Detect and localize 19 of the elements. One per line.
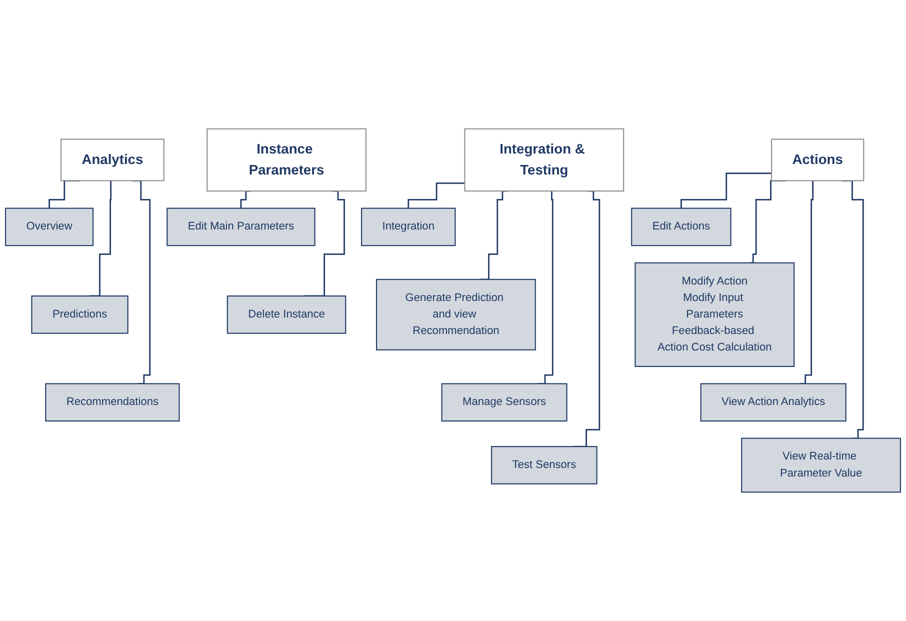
node-box: Overview xyxy=(5,208,94,246)
node-box: Recommendations xyxy=(45,383,180,422)
node-box: Instance Parameters xyxy=(206,128,366,192)
node-box: Predictions xyxy=(31,295,128,334)
node-box: View Real-time Parameter Value xyxy=(741,438,901,493)
node-box: Delete Instance xyxy=(226,295,346,334)
node-box: Edit Main Parameters xyxy=(166,208,316,246)
node-box: Modify Action Modify Input Parameters Feedback-based Action Cost Calculation xyxy=(634,262,795,367)
node-box: Test Sensors xyxy=(491,446,598,484)
node-box: Manage Sensors xyxy=(441,383,568,422)
node-box: Analytics xyxy=(60,138,164,182)
node-box: View Action Analytics xyxy=(700,383,846,422)
node-box: Integration xyxy=(361,208,456,246)
node-box: Generate Prediction and view Recommendation xyxy=(376,278,536,350)
node-box: Actions xyxy=(771,138,864,182)
connector xyxy=(680,172,772,209)
node-box: Edit Actions xyxy=(631,208,732,246)
connector xyxy=(408,182,465,209)
node-box: Integration & Testing xyxy=(464,128,624,192)
